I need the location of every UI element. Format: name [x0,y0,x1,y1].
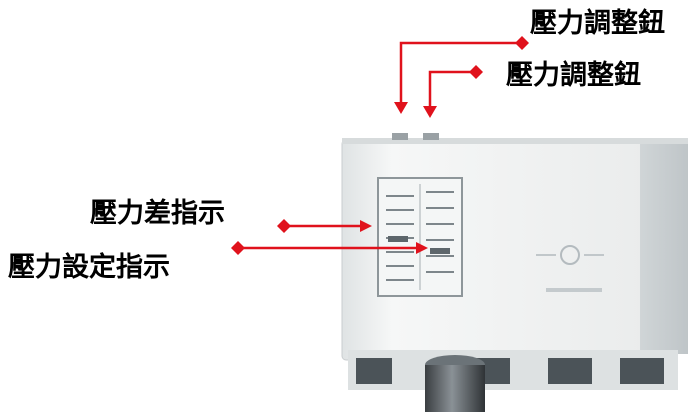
adjust-knob-2 [423,133,439,140]
adjust-knob-2-label: 壓力調整鈕 [506,60,641,91]
annotation-arrows [238,41,522,250]
differential-indicator-label: 壓力差指示 [90,198,225,229]
setpoint-indicator-label: 壓力設定指示 [8,252,170,283]
arrow-markers [231,36,529,255]
arrow-adjust-knob-1 [399,41,522,104]
arrow-adjust-knob-2 [428,70,476,108]
adjust-knob-1 [392,133,408,140]
scale-window [377,177,463,297]
pressure-fitting [425,355,485,412]
adjust-knob-1-label: 壓力調整鈕 [530,8,665,39]
differential-pointer [388,236,408,242]
brand-logo [536,245,604,292]
setpoint-pointer [430,248,450,254]
bottom-vents [348,350,678,390]
